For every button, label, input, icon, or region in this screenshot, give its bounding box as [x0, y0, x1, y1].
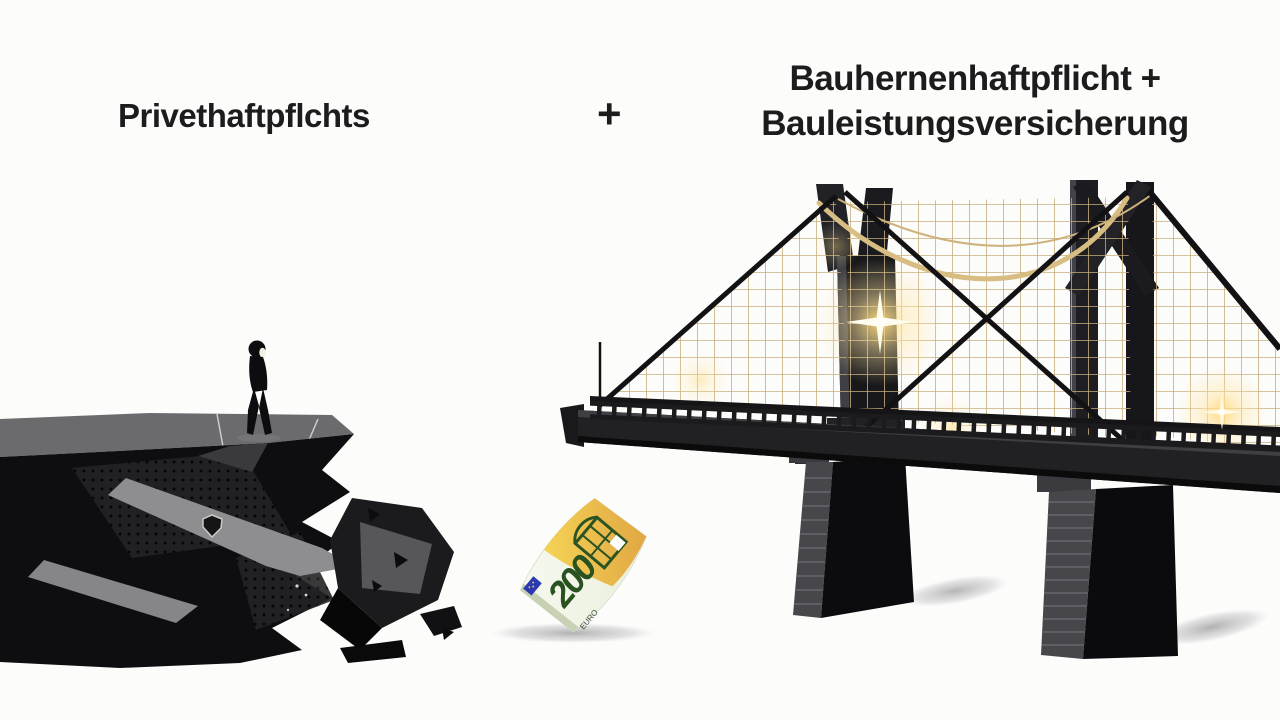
bridge-deck: [560, 396, 1280, 493]
suspension-cables: [596, 189, 1280, 454]
eu-flag-icon: [523, 576, 542, 596]
rock-slab: [108, 478, 354, 576]
pier-shadow: [1155, 608, 1269, 646]
plus-separator: +: [597, 90, 622, 137]
person-figure: [247, 340, 272, 435]
railing-top-rail: [590, 396, 1280, 433]
bridge-pier-left: [789, 428, 1009, 618]
net-sparkle-glints: [846, 290, 1241, 430]
left-title: Privethaftpflchts: [118, 97, 370, 134]
bridge-pier-right: [1037, 472, 1269, 659]
banknote-gate-graphic: [573, 515, 629, 570]
person-face: [259, 347, 266, 358]
banknote-200-euro: 200 EURO: [519, 497, 647, 633]
person-shadow: [237, 434, 281, 442]
right-title-line1: Bauhernenhaftpflicht +: [789, 59, 1161, 98]
shield-emblem-icon: [202, 514, 223, 539]
right-title: Bauhernenhaftpflicht + Bauleistungsversi…: [710, 56, 1240, 146]
right-title-line2: Bauleistungsversicherung: [761, 104, 1189, 143]
railing-posts: [590, 401, 1280, 452]
pier-shadow: [901, 575, 1009, 607]
bridge-illustration: [560, 180, 1280, 659]
cliff-illustration: [0, 340, 462, 668]
falling-debris: [286, 498, 462, 663]
net-drape-rope: [816, 195, 1130, 282]
banknote-shadow: [491, 623, 655, 643]
